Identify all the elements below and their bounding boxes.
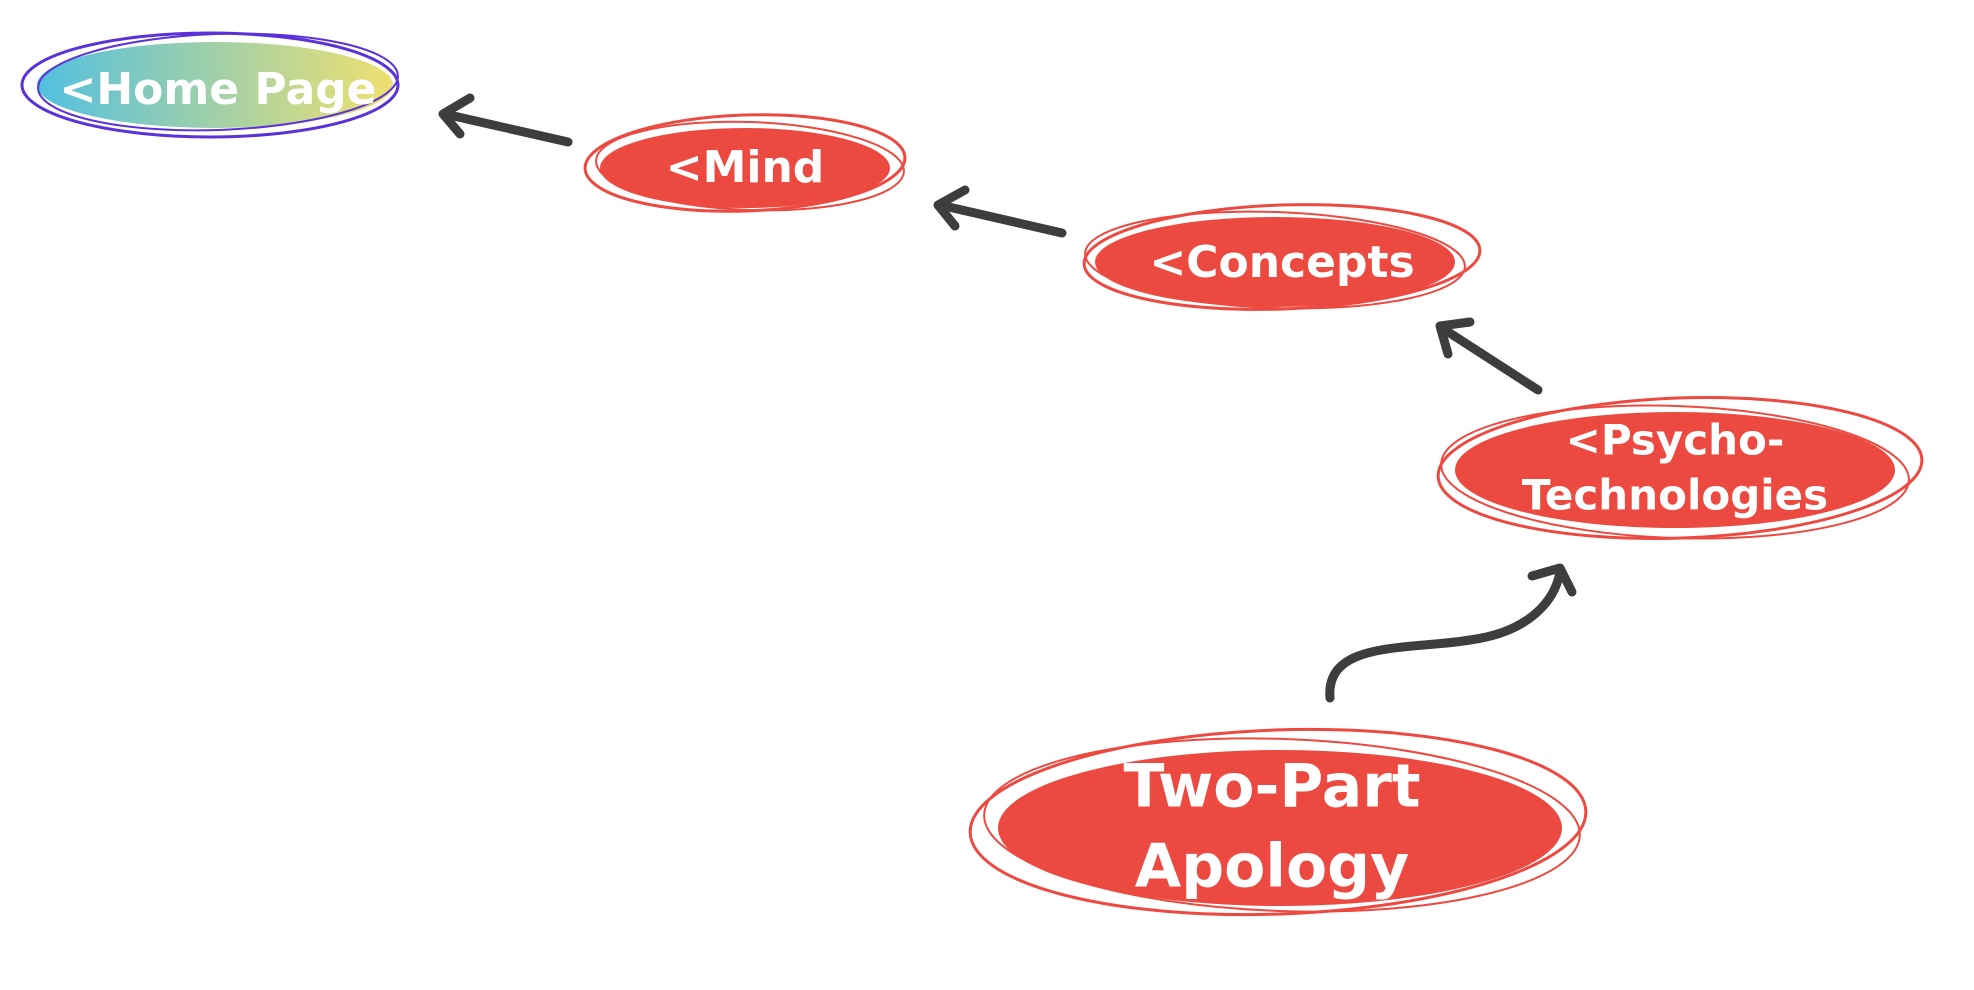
psycho-label-line1: <Psycho-	[1566, 416, 1785, 465]
mind-label: <Mind	[666, 142, 825, 193]
apology-label-line1: Two-Part	[1123, 752, 1420, 822]
mind-node[interactable]: <Mind	[583, 109, 907, 216]
psycho-technologies-node[interactable]: <Psycho- Technologies	[1436, 390, 1925, 547]
arrow-apology-to-psycho	[1325, 563, 1577, 703]
concepts-label: <Concepts	[1149, 237, 1414, 288]
concepts-node[interactable]: <Concepts	[1082, 198, 1482, 316]
home-page-label: <Home Page	[59, 64, 376, 115]
two-part-apology-node[interactable]: Two-Part Apology	[967, 719, 1589, 924]
home-page-node[interactable]: <Home Page	[20, 28, 400, 139]
arrow-concepts-to-mind	[933, 185, 1067, 238]
apology-label-line2: Apology	[1135, 832, 1409, 902]
arrow-psycho-to-concepts	[1435, 317, 1543, 395]
arrow-mind-to-home	[438, 93, 573, 147]
psycho-label-line2: Technologies	[1522, 471, 1828, 520]
